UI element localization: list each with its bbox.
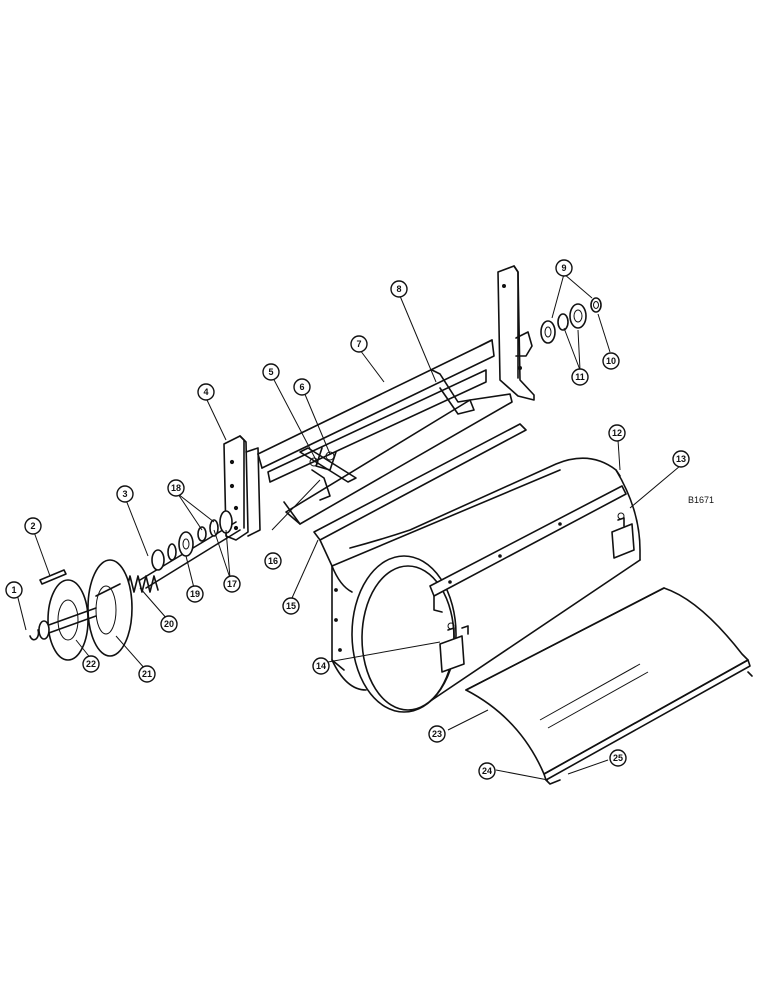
callout-2: 2 xyxy=(24,517,42,535)
svg-text:11: 11 xyxy=(575,372,585,382)
svg-text:13: 13 xyxy=(676,454,686,464)
callout-7: 7 xyxy=(350,335,368,353)
callout-5: 5 xyxy=(262,363,280,381)
svg-text:12: 12 xyxy=(612,428,622,438)
svg-text:14: 14 xyxy=(316,661,326,671)
callout-9: 9 xyxy=(555,259,573,277)
svg-text:18: 18 xyxy=(171,483,181,493)
svg-text:25: 25 xyxy=(613,753,623,763)
hinge-clamp-lower xyxy=(439,622,469,673)
svg-text:7: 7 xyxy=(356,339,361,349)
drawing-reference: B1671 xyxy=(688,495,714,505)
callout-21: 21 xyxy=(138,665,156,683)
svg-text:21: 21 xyxy=(142,669,152,679)
svg-text:16: 16 xyxy=(268,556,278,566)
bearing-washers xyxy=(540,297,602,344)
pulley-discs xyxy=(29,559,133,661)
callout-15: 15 xyxy=(282,597,300,615)
leader-lines xyxy=(15,273,681,781)
svg-text:1: 1 xyxy=(11,585,16,595)
right-bearing-bracket xyxy=(497,265,535,401)
callout-3: 3 xyxy=(116,485,134,503)
svg-text:17: 17 xyxy=(227,579,237,589)
svg-text:23: 23 xyxy=(432,729,442,739)
callout-20: 20 xyxy=(160,615,178,633)
upper-channel-assembly xyxy=(257,339,513,525)
callout-18: 18 xyxy=(167,479,185,497)
callout-6: 6 xyxy=(293,378,311,396)
callout-25: 25 xyxy=(609,749,627,767)
svg-text:15: 15 xyxy=(286,601,296,611)
svg-text:10: 10 xyxy=(606,356,616,366)
callout-4: 4 xyxy=(197,383,215,401)
top-cover-strip xyxy=(429,485,627,613)
svg-text:6: 6 xyxy=(299,382,304,392)
hinge-clamp-upper xyxy=(611,512,635,559)
svg-text:2: 2 xyxy=(30,521,35,531)
svg-text:4: 4 xyxy=(203,387,208,397)
callout-14: 14 xyxy=(312,657,330,675)
callout-13: 13 xyxy=(672,450,690,468)
bottom-curved-sheet xyxy=(465,587,753,785)
callout-17: 17 xyxy=(223,575,241,593)
callout-22: 22 xyxy=(82,655,100,673)
callout-24: 24 xyxy=(478,762,496,780)
callout-12: 12 xyxy=(608,424,626,442)
key xyxy=(39,569,67,585)
svg-text:8: 8 xyxy=(396,284,401,294)
svg-text:20: 20 xyxy=(164,619,174,629)
svg-text:3: 3 xyxy=(122,489,127,499)
callout-16: 16 xyxy=(264,552,282,570)
svg-text:9: 9 xyxy=(561,263,566,273)
callout-1: 1 xyxy=(5,581,23,599)
svg-text:24: 24 xyxy=(482,766,492,776)
fan-housing xyxy=(313,423,641,713)
callout-8: 8 xyxy=(390,280,408,298)
callout-23: 23 xyxy=(428,725,446,743)
svg-text:5: 5 xyxy=(268,367,273,377)
svg-text:19: 19 xyxy=(190,589,200,599)
callout-10: 10 xyxy=(602,352,620,370)
callout-11: 11 xyxy=(571,368,589,386)
svg-text:22: 22 xyxy=(86,659,96,669)
callout-19: 19 xyxy=(186,585,204,603)
